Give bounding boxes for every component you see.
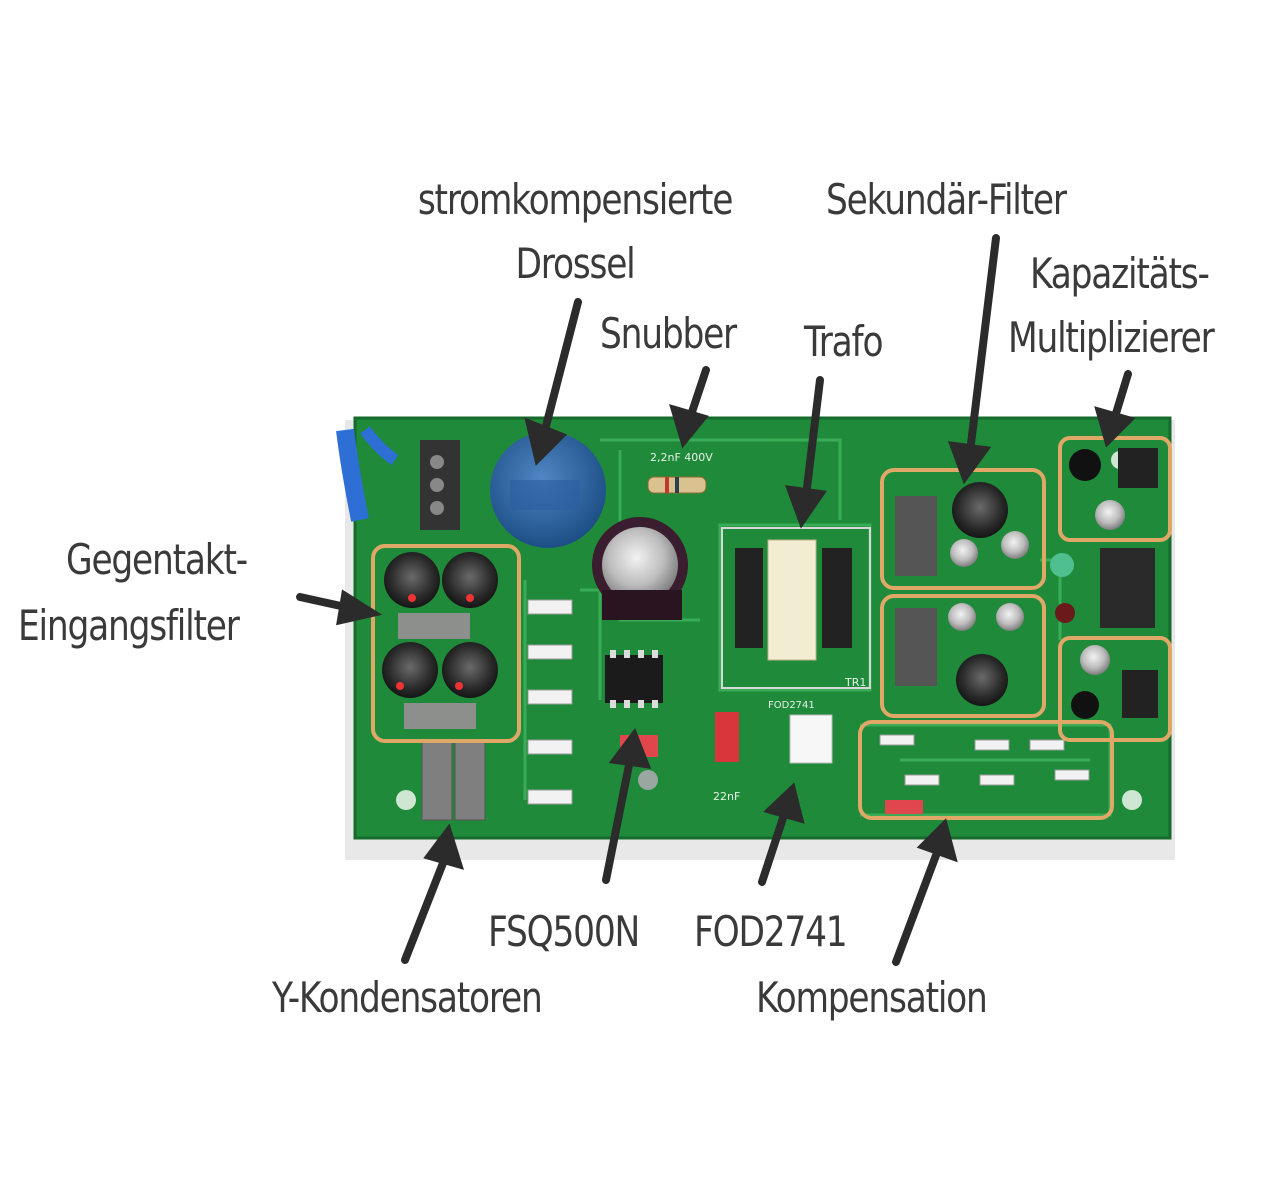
label-kapazitaet-line1: Kapazitäts-: [1030, 249, 1210, 298]
secondary-filter-parts: [895, 482, 1029, 706]
capacitance-multiplier-parts: [1069, 448, 1158, 719]
y-capacitor: [421, 741, 453, 821]
label-gegentakt-line1: Gegentakt-: [66, 535, 248, 584]
box-kompensation: [858, 720, 1114, 820]
box-kapazitaet-bottom: [1058, 636, 1172, 742]
blue-wire: [360, 426, 399, 465]
arrow-kompensation: [892, 846, 942, 966]
highlight-boxes: [371, 436, 1172, 820]
label-snubber: Snubber: [600, 309, 737, 358]
blue-wire: [336, 428, 369, 522]
transformer-core: [767, 539, 817, 661]
fod2741-optocoupler: [789, 714, 833, 764]
arrow-ykond: [401, 854, 449, 964]
cap-print: 22nF: [713, 790, 740, 803]
label-fsq500n: FSQ500N: [488, 907, 640, 956]
output-terminal: [1100, 548, 1155, 628]
label-kompensation: Kompensation: [756, 973, 988, 1022]
red-capacitor: [885, 800, 923, 814]
label-drossel-line2: Drossel: [515, 239, 635, 288]
snubber-cap-print: 2,2nF 400V: [650, 451, 713, 464]
transformer-outline: [721, 527, 871, 689]
resistor-column: [527, 599, 573, 805]
y-capacitor: [454, 741, 486, 821]
mounting-hole: [396, 790, 416, 810]
snubber-cap-label: [640, 450, 718, 464]
differential-filter-parts: [382, 552, 498, 729]
compensation-parts: [879, 734, 1090, 786]
arrows: [296, 234, 1136, 966]
label-drossel-line1: stromkompensierte: [417, 175, 734, 224]
arrow-drossel: [541, 298, 582, 434]
label-y-kondensatoren: Y-Kondensatoren: [272, 973, 543, 1022]
box-gegentakt: [371, 544, 521, 743]
fod-print: FOD2741: [768, 700, 815, 711]
arrow-trafo: [802, 376, 824, 500]
dark-red-part: [1055, 603, 1075, 623]
label-trafo: Trafo: [804, 317, 884, 366]
green-led: [1050, 553, 1074, 577]
arrow-fod: [758, 808, 789, 886]
trafo-print: TR1: [844, 676, 866, 689]
arrow-snubber: [686, 366, 710, 422]
label-kapazitaet-line2: Multiplizierer: [1008, 313, 1215, 362]
arrow-sekundaer: [966, 234, 1000, 456]
arrow-fsq: [602, 756, 634, 884]
arrow-kapazitaet: [1110, 370, 1132, 424]
red-capacitor: [715, 712, 739, 762]
box-sekundaer-bottom: [880, 594, 1046, 718]
label-gegentakt-line2: Eingangsfilter: [18, 601, 240, 650]
mounting-hole: [1122, 790, 1142, 810]
fsq500n-ic: [605, 655, 663, 703]
label-fod2741: FOD2741: [694, 907, 848, 956]
label-sekundaer-filter: Sekundär-Filter: [826, 175, 1067, 224]
